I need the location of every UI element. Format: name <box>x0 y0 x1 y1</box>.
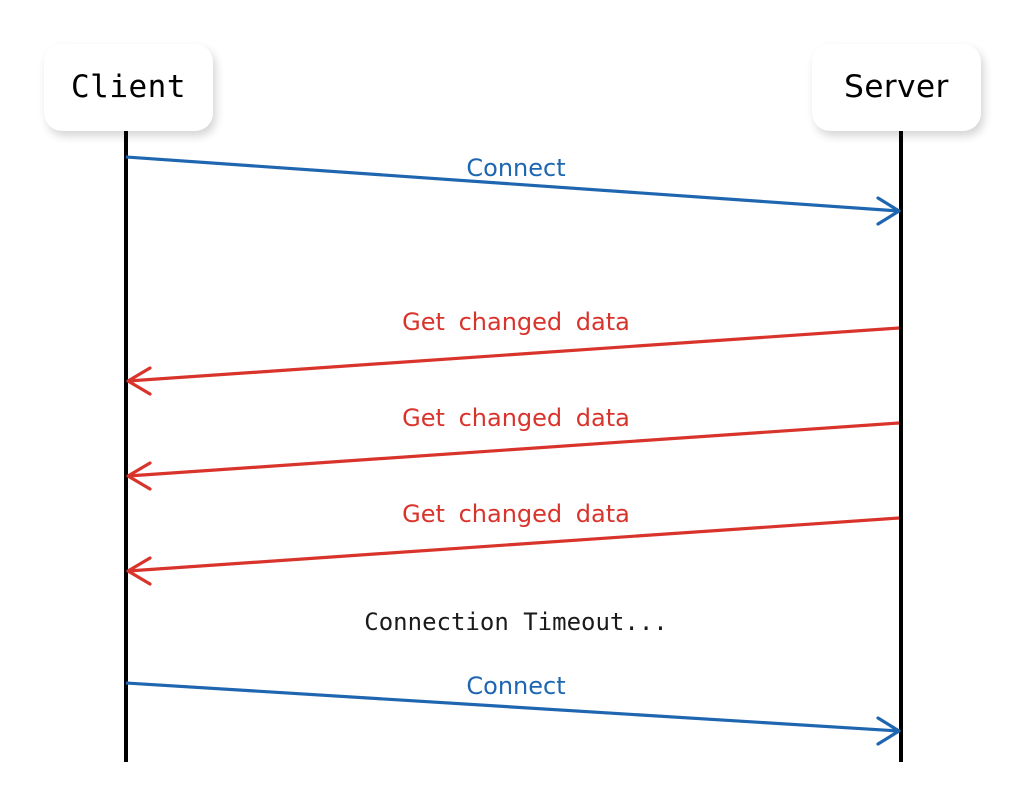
message-label-connect-1: Connect <box>466 154 566 182</box>
arrowhead-right <box>876 716 901 746</box>
message-label-connect-2: Connect <box>466 672 566 700</box>
participant-box-client[interactable]: Client <box>44 44 213 131</box>
arrowhead-right <box>876 196 901 226</box>
message-arrow-connect-2 <box>125 681 901 746</box>
message-label-get-changed-data-3: Get changed data <box>402 500 630 528</box>
note-label-connection-timeout: Connection Timeout... <box>364 608 668 636</box>
message-label-get-changed-data-1: Get changed data <box>402 308 630 336</box>
arrowhead-left <box>126 461 152 491</box>
message-arrow-connect-1 <box>125 155 901 226</box>
message-arrow-get-changed-data-2 <box>126 421 900 491</box>
participant-box-server[interactable]: Server <box>812 44 981 131</box>
message-label-get-changed-data-2: Get changed data <box>402 404 630 432</box>
arrowhead-left <box>126 556 152 586</box>
message-arrow-get-changed-data-3 <box>126 516 900 586</box>
message-arrow-get-changed-data-1 <box>126 326 900 396</box>
arrowhead-left <box>126 366 152 396</box>
participant-label-client: Client <box>71 69 186 105</box>
participant-label-server: Server <box>844 69 949 105</box>
